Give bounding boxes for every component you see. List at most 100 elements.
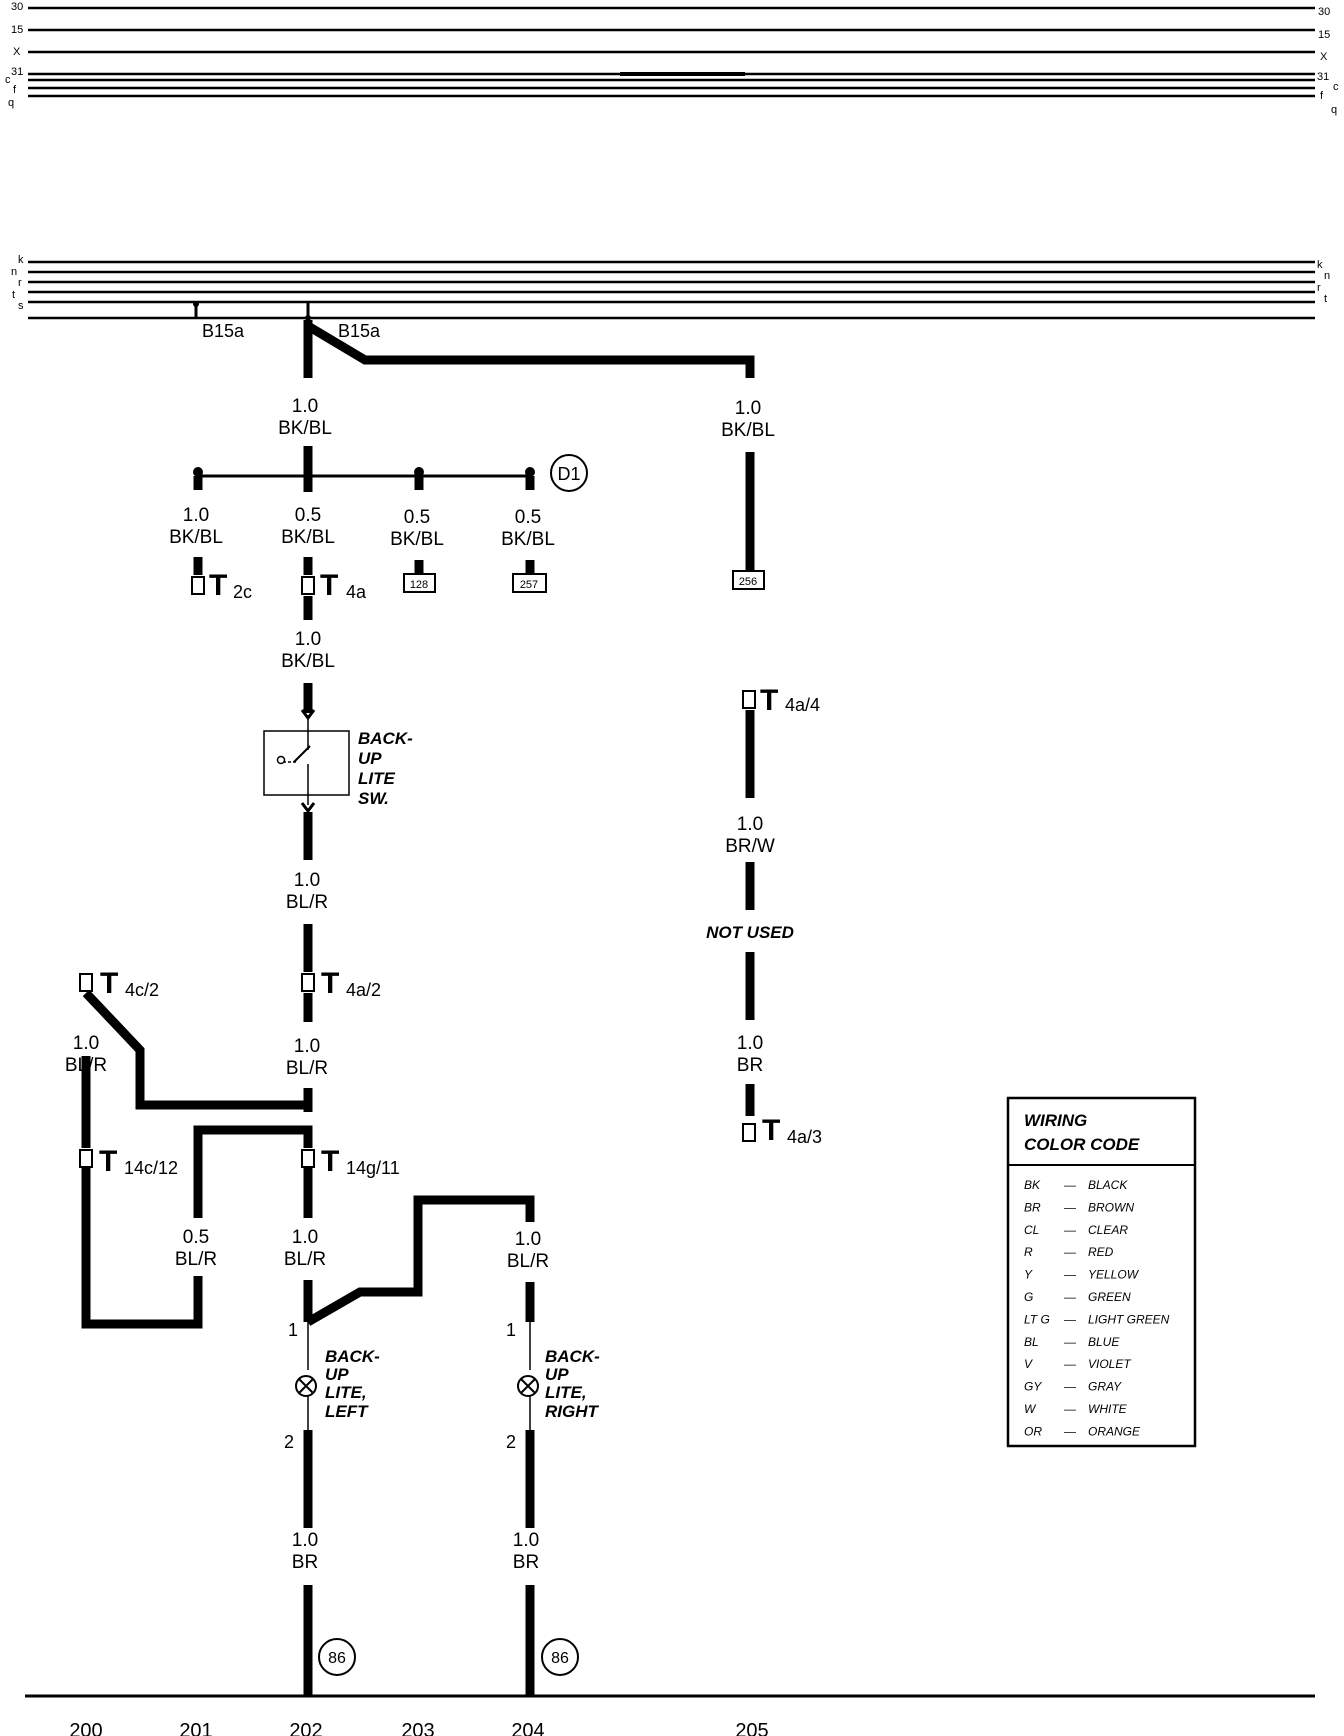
bus-label-30-right: 30 — [1318, 6, 1330, 18]
ground-point-d1 — [550, 454, 588, 492]
legend-color-name: BROWN — [1088, 1200, 1134, 1214]
svg-text:T: T — [762, 1114, 780, 1147]
legend-color-name: GRAY — [1088, 1380, 1122, 1394]
svg-text:UP: UP — [358, 749, 382, 768]
svg-text:BK/BL: BK/BL — [390, 529, 444, 550]
bus-label-t: t — [12, 289, 15, 301]
connector-t4a: T 4a — [301, 557, 367, 602]
svg-text:200: 200 — [69, 1720, 102, 1736]
bus-label-r: r — [18, 277, 22, 289]
legend-code: Y — [1024, 1268, 1033, 1282]
svg-text:LEFT: LEFT — [325, 1402, 369, 1421]
legend-dash: — — [1063, 1178, 1077, 1192]
svg-text:1: 1 — [288, 1320, 298, 1340]
ref-box-256 — [732, 570, 765, 590]
bus-label-f-right: f — [1320, 90, 1324, 102]
legend-color-name: BLACK — [1088, 1178, 1128, 1192]
bus-label-x: X — [13, 46, 21, 58]
wire-jumper: 0.5 BL/R — [175, 1125, 313, 1270]
svg-text:BR/W: BR/W — [725, 836, 775, 857]
top-bus: 30 15 X 31 c f q 30 15 X 31 c f q — [5, 1, 1339, 116]
legend-code: BL — [1024, 1335, 1039, 1349]
legend-code: V — [1024, 1357, 1033, 1371]
svg-text:4a: 4a — [346, 582, 367, 602]
wire-right-lamp-feed: 1.0 BL/R — [305, 1195, 549, 1326]
legend-code: BR — [1024, 1200, 1041, 1214]
svg-text:BR: BR — [737, 1055, 763, 1076]
svg-text:UP: UP — [545, 1365, 569, 1384]
svg-text:2c: 2c — [233, 582, 252, 602]
not-used-label: NOT USED — [706, 923, 794, 942]
legend-dash: — — [1063, 1335, 1077, 1349]
svg-text:BL/R: BL/R — [507, 1251, 549, 1272]
mid-bus: k n r t s k n r t — [11, 254, 1330, 320]
branch-bus: D1 — [193, 454, 588, 492]
connector-t4c-2: T 4c/2 1.0 BL/R — [65, 967, 308, 1148]
legend-color-name: CLEAR — [1088, 1223, 1128, 1237]
legend-dash: — — [1063, 1290, 1077, 1304]
connector-t4a-3: T 4a/3 — [742, 1114, 822, 1147]
svg-text:204: 204 — [511, 1720, 544, 1736]
svg-text:1.0: 1.0 — [292, 1227, 318, 1248]
svg-text:LITE: LITE — [358, 769, 395, 788]
legend-dash: — — [1063, 1312, 1077, 1326]
legend-code: BK — [1024, 1178, 1041, 1192]
svg-text:1.0: 1.0 — [294, 870, 320, 891]
bus-label-q: q — [8, 97, 14, 109]
svg-text:UP: UP — [325, 1365, 349, 1384]
legend-code: GY — [1024, 1380, 1042, 1394]
svg-text:4a/2: 4a/2 — [346, 980, 381, 1000]
svg-text:0.5: 0.5 — [295, 505, 321, 526]
svg-text:BK/BL: BK/BL — [721, 420, 775, 441]
bus-label-c-right: c — [1333, 81, 1339, 93]
svg-text:BACK-: BACK- — [325, 1347, 380, 1366]
svg-text:BK/BL: BK/BL — [169, 527, 223, 548]
svg-text:B15a: B15a — [338, 321, 381, 341]
svg-text:201: 201 — [179, 1720, 212, 1736]
svg-text:1.0: 1.0 — [73, 1033, 99, 1054]
svg-text:BK/BL: BK/BL — [281, 651, 335, 672]
legend-dash: — — [1063, 1357, 1077, 1371]
svg-text:0.5: 0.5 — [183, 1227, 209, 1248]
legend-dash: — — [1063, 1424, 1077, 1438]
svg-text:1.0: 1.0 — [294, 1036, 320, 1057]
svg-text:T: T — [321, 1145, 339, 1178]
legend-dash: — — [1063, 1200, 1077, 1214]
legend-dash: — — [1063, 1223, 1077, 1237]
svg-text:D1: D1 — [557, 464, 580, 484]
legend-code: LT G — [1024, 1312, 1050, 1326]
bus-label-k-right: k — [1317, 259, 1323, 271]
legend-color-name: LIGHT GREEN — [1088, 1312, 1170, 1326]
svg-text:BL/R: BL/R — [175, 1249, 217, 1270]
bus-label-15-right: 15 — [1318, 29, 1330, 41]
bus-label-q-right: q — [1331, 104, 1337, 116]
bus-label-c: c — [5, 74, 11, 86]
connector-t4a-2: T 4a/2 1.0 BL/R — [286, 967, 381, 1112]
svg-text:257: 257 — [520, 579, 538, 591]
legend-code: G — [1024, 1290, 1033, 1304]
svg-text:203: 203 — [401, 1720, 434, 1736]
wire-to-switch: 1.0 BK/BL — [281, 596, 335, 721]
svg-text:14g/11: 14g/11 — [346, 1158, 400, 1178]
connector-t2c: T 2c — [191, 557, 252, 602]
legend-color-name: RED — [1088, 1245, 1114, 1259]
legend-code: R — [1024, 1245, 1033, 1259]
backup-lite-switch: BACK- UP LITE SW. — [263, 718, 413, 814]
svg-text:2: 2 — [506, 1432, 516, 1452]
svg-text:T: T — [320, 569, 338, 602]
bus-label-n-right: n — [1324, 270, 1330, 282]
ref-128: 128 — [403, 560, 436, 593]
svg-text:86: 86 — [328, 1650, 346, 1667]
connector-t14c-12: T 14c/12 — [79, 1145, 203, 1329]
legend-code: W — [1024, 1402, 1037, 1416]
bus-label-r-right: r — [1317, 282, 1321, 294]
svg-text:BL/R: BL/R — [286, 892, 328, 913]
svg-text:WIRING: WIRING — [1024, 1111, 1087, 1130]
svg-text:1.0: 1.0 — [735, 398, 761, 419]
svg-text:BK/BL: BK/BL — [281, 527, 335, 548]
bus-label-f: f — [13, 84, 17, 96]
svg-text:T: T — [100, 967, 118, 1000]
legend-code: OR — [1024, 1424, 1042, 1438]
branch-labels: 1.0 BK/BL 0.5 BK/BL 0.5 BK/BL 0.5 BK/BL — [169, 505, 555, 550]
bus-label-k: k — [18, 254, 24, 266]
